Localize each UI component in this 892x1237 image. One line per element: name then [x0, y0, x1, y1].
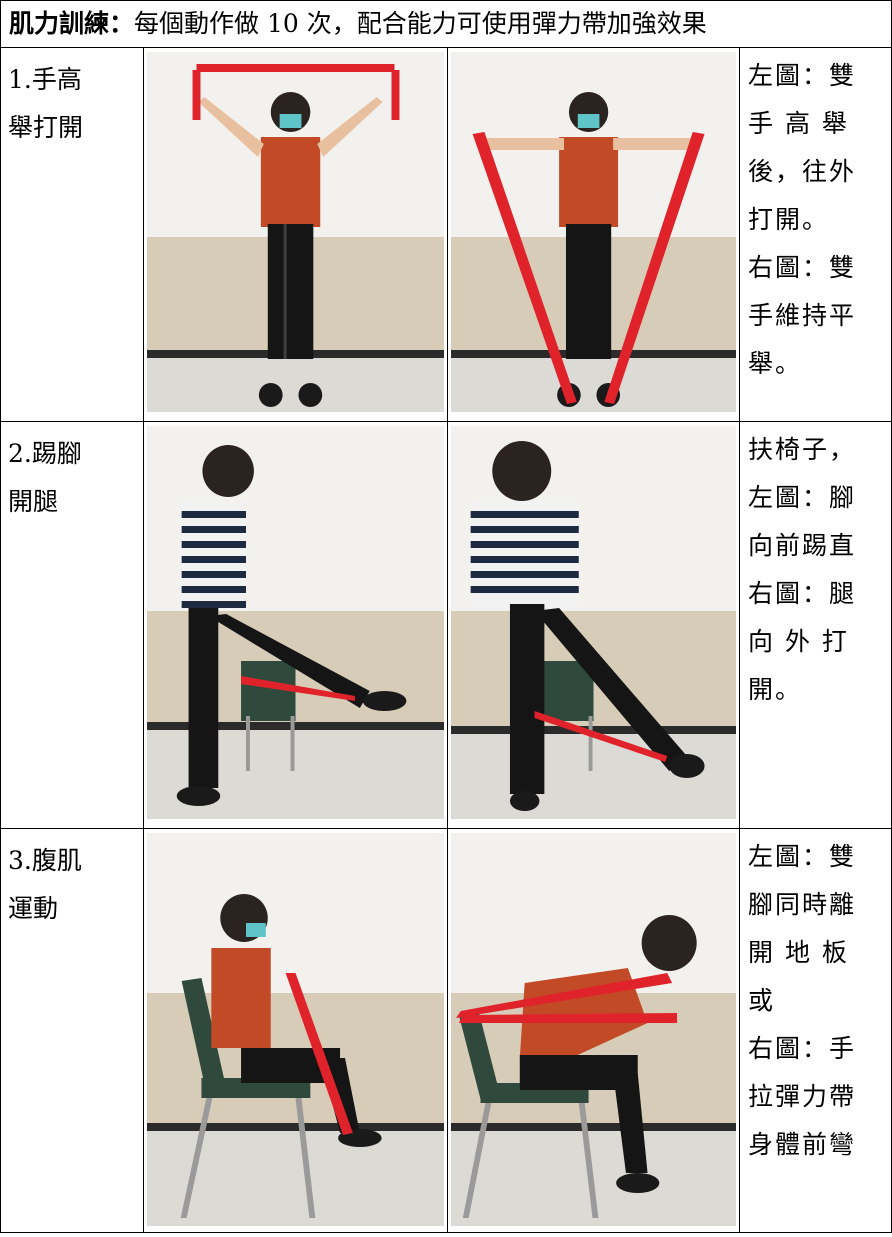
exercise-note: 扶椅子， 左圖：腳 向前踢直 右圖：腿 向 外 打 開。 — [738, 421, 892, 829]
exercise-row-3: 3.腹肌 運動 — [0, 828, 892, 1233]
note-line: 右圖：手 — [748, 1034, 857, 1063]
exercise-note: 左圖：雙 腳同時離 開 地 板 或 右圖：手 拉彈力帶 身體前彎 — [738, 828, 892, 1233]
note-line: 開。 — [748, 675, 803, 704]
title-text: 每個動作做 10 次，配合能力可使用彈力帶加強效果 — [134, 9, 707, 38]
title-bold-label: 肌力訓練： — [9, 9, 135, 38]
note-line: 舉。 — [748, 349, 803, 378]
note-line: 身體前彎 — [748, 1130, 857, 1159]
note-line: 開 地 板 — [748, 938, 849, 967]
note-line: 向前踢直 — [748, 531, 857, 560]
photo-band-to-feet — [451, 52, 736, 412]
note-line: 右圖：雙 — [748, 253, 857, 282]
note-line: 後，往外 — [748, 157, 857, 186]
photo-seated-bend — [451, 833, 736, 1226]
photo-seated-lift — [147, 833, 444, 1226]
note-line: 左圖：雙 — [748, 61, 857, 90]
label-line: 3.腹肌 — [8, 846, 82, 875]
exercise-label: 3.腹肌 運動 — [0, 828, 144, 1233]
note-line: 打開。 — [748, 205, 830, 234]
note-line: 腳同時離 — [748, 890, 857, 919]
table-title: 肌力訓練：每個動作做 10 次，配合能力可使用彈力帶加強效果 — [0, 0, 892, 48]
note-line: 拉彈力帶 — [748, 1082, 857, 1111]
photo-kick-forward — [147, 426, 444, 819]
exercise-row-2: 2.踢腳 開腿 — [0, 421, 892, 829]
note-line: 扶椅子， — [748, 435, 857, 464]
exercise-label: 2.踢腳 開腿 — [0, 421, 144, 829]
exercise-note: 左圖：雙 手 高 舉 後，往外 打開。 右圖：雙 手維持平 舉。 — [738, 47, 892, 422]
label-line: 運動 — [8, 894, 59, 923]
note-line: 左圖：腳 — [748, 483, 857, 512]
note-line: 右圖：腿 — [748, 579, 857, 608]
note-line: 向 外 打 — [748, 627, 849, 656]
label-line: 開腿 — [8, 487, 59, 516]
note-line: 或 — [748, 986, 776, 1015]
photo-arms-raised — [147, 52, 444, 412]
label-line: 1.手高 — [8, 65, 82, 94]
exercise-label: 1.手高 舉打開 — [0, 47, 144, 422]
note-line: 手維持平 — [748, 301, 857, 330]
note-line: 手 高 舉 — [748, 109, 849, 138]
exercise-row-1: 1.手高 舉打開 — [0, 47, 892, 422]
label-line: 2.踢腳 — [8, 439, 82, 468]
label-line: 舉打開 — [8, 113, 84, 142]
photo-leg-out — [451, 426, 736, 819]
note-line: 左圖：雙 — [748, 842, 857, 871]
